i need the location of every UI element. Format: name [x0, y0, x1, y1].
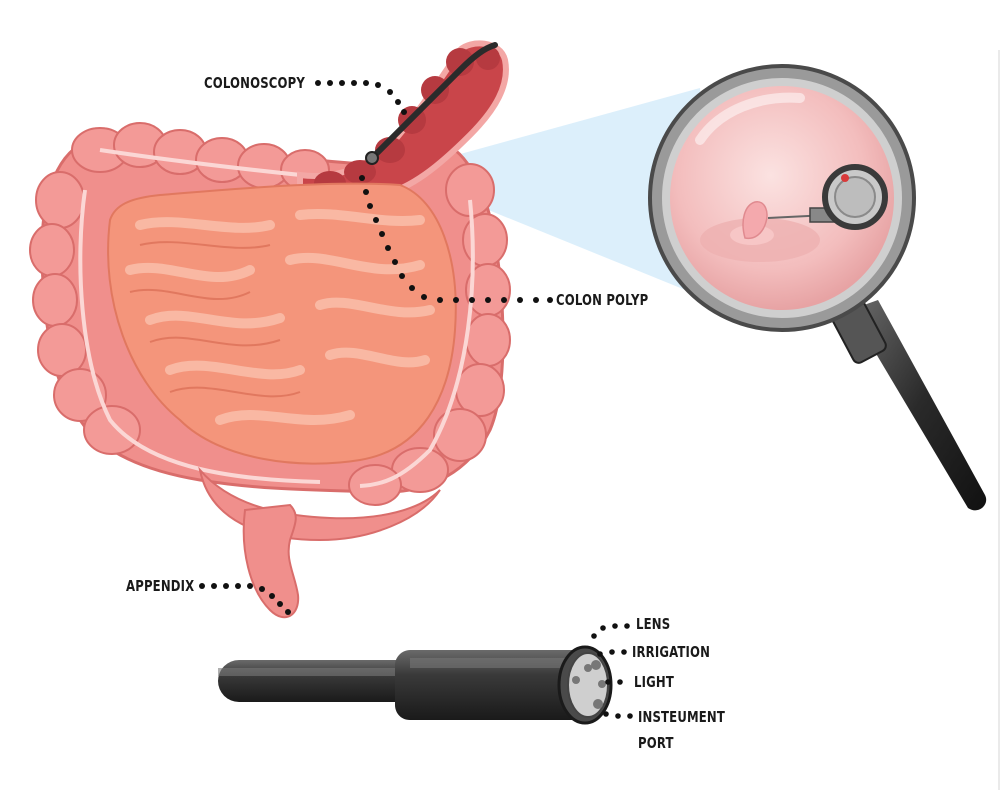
label-colon-polyp: COLON POLYP: [556, 291, 649, 309]
endoscope-closeup: [218, 645, 613, 725]
light-cone: [395, 88, 710, 300]
leader-appendix: [199, 583, 291, 615]
small-intestine: [107, 182, 457, 465]
label-irrigation: IRRIGATION: [632, 643, 711, 661]
leader-instrument-port: [603, 711, 633, 719]
magnifier: [648, 64, 987, 511]
label-lens: LENS: [636, 615, 671, 633]
label-appendix: APPENDIX: [126, 577, 195, 595]
cecum-appendix: [242, 503, 300, 619]
label-light: LIGHT: [634, 673, 674, 691]
scope-tip: [365, 151, 379, 165]
label-instrument-port-line1: INSTEUMENT: [638, 708, 726, 726]
image-edge-line: [998, 50, 1000, 790]
leader-light: [605, 679, 623, 685]
label-instrument-port-line2: PORT: [638, 734, 674, 752]
leader-lens: [591, 623, 630, 639]
scope-tube: [369, 42, 498, 161]
leader-colon-polyp: [359, 175, 553, 303]
leader-colonoscopy: [315, 80, 407, 115]
leader-irrigation: [597, 649, 627, 657]
label-colonoscopy: COLONOSCOPY: [204, 74, 305, 92]
